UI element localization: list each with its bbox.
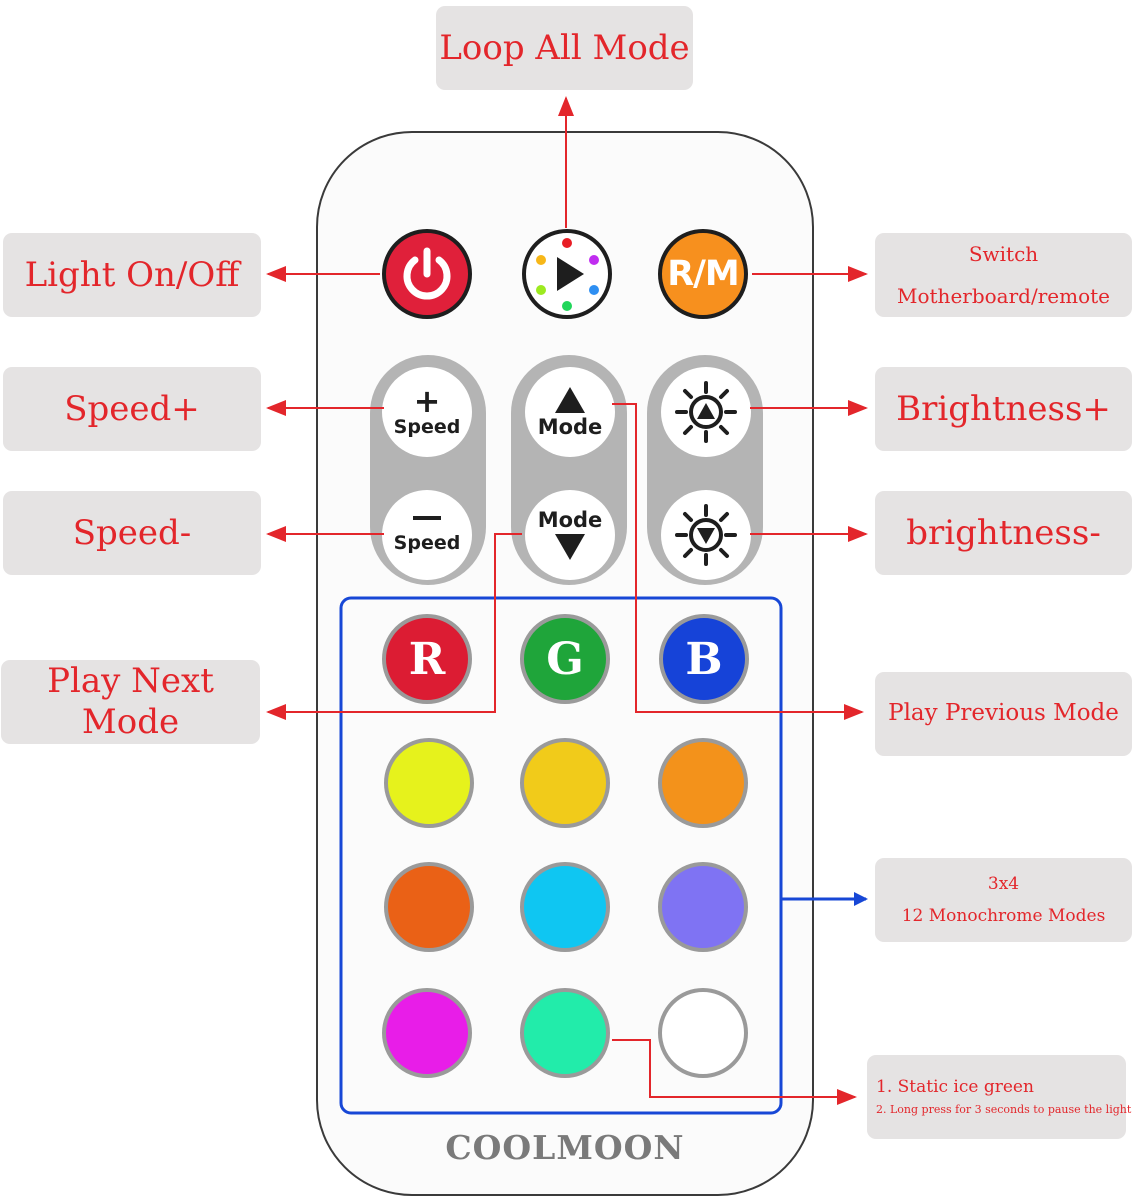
- loop-all-button[interactable]: [522, 229, 612, 319]
- minus-icon: [413, 516, 441, 520]
- mode-down-text: Mode: [537, 508, 603, 532]
- label-brightness-minus-text: brightness-: [906, 512, 1101, 553]
- speed-plus-button[interactable]: + Speed: [382, 367, 472, 457]
- rm-button[interactable]: R/M: [658, 229, 748, 319]
- speed-minus-text: Speed: [393, 532, 461, 554]
- label-brightness-plus: Brightness+: [875, 367, 1132, 451]
- label-monochrome-modes: 3x4 12 Monochrome Modes: [875, 858, 1132, 942]
- label-speed-minus-text: Speed-: [72, 512, 192, 553]
- label-play-previous-mode: Play Previous Mode: [875, 672, 1132, 756]
- mode-down-button[interactable]: Mode: [525, 490, 615, 580]
- red-button[interactable]: R: [382, 614, 472, 704]
- label-speed-plus-text: Speed+: [64, 388, 200, 429]
- color-swatch-ice-green[interactable]: [520, 988, 610, 1078]
- sun-up-icon: [675, 381, 737, 443]
- color-swatch-cyan[interactable]: [520, 862, 610, 952]
- triangle-down-icon: [555, 534, 585, 560]
- label-brightness-plus-text: Brightness+: [896, 388, 1111, 429]
- color-swatch-yellow[interactable]: [520, 738, 610, 828]
- label-speed-minus: Speed-: [3, 491, 261, 575]
- green-letter: G: [546, 633, 584, 685]
- label-static-ice-green: 1. Static ice green 2. Long press for 3 …: [867, 1055, 1131, 1139]
- label-loop-all-text: Loop All Mode: [439, 27, 690, 68]
- red-letter: R: [408, 633, 446, 685]
- label-ice-line1: 1. Static ice green: [876, 1077, 1034, 1097]
- brightness-minus-button[interactable]: [661, 490, 751, 580]
- blue-letter: B: [685, 633, 723, 685]
- label-switch-line2: Motherboard/remote: [897, 284, 1110, 308]
- label-switch-line1: Switch: [968, 242, 1039, 266]
- rm-label: R/M: [667, 254, 740, 294]
- color-swatch-dark-orange[interactable]: [384, 862, 474, 952]
- label-light-onoff-text: Light On/Off: [24, 254, 240, 295]
- play-dots-icon: [536, 238, 599, 311]
- label-brightness-minus: brightness-: [875, 491, 1132, 575]
- color-swatch-magenta[interactable]: [382, 988, 472, 1078]
- green-button[interactable]: G: [520, 614, 610, 704]
- speed-plus-text: Speed: [393, 416, 461, 438]
- label-ice-line2: 2. Long press for 3 seconds to pause the…: [876, 1103, 1132, 1116]
- mode-up-button[interactable]: Mode: [525, 367, 615, 457]
- label-play-next-text: Play Next Mode: [47, 661, 214, 742]
- color-swatch-yellow-green[interactable]: [384, 738, 474, 828]
- label-speed-plus: Speed+: [3, 367, 261, 451]
- color-swatch-purple[interactable]: [658, 862, 748, 952]
- label-switch-mode: Switch Motherboard/remote: [875, 233, 1132, 317]
- color-swatch-white[interactable]: [658, 988, 748, 1078]
- label-loop-all-mode: Loop All Mode: [436, 6, 693, 90]
- blue-button[interactable]: B: [659, 614, 749, 704]
- label-mono-line1: 3x4: [987, 873, 1020, 894]
- power-icon: [403, 247, 451, 300]
- label-play-next-mode: Play Next Mode: [1, 660, 260, 744]
- speed-minus-button[interactable]: Speed: [382, 490, 472, 580]
- label-play-previous-text: Play Previous Mode: [888, 700, 1119, 727]
- sun-down-icon: [675, 504, 737, 566]
- triangle-up-icon: [555, 387, 585, 413]
- mode-up-text: Mode: [537, 415, 603, 439]
- label-mono-line2: 12 Monochrome Modes: [901, 906, 1106, 926]
- label-light-onoff: Light On/Off: [3, 233, 261, 317]
- color-swatch-orange[interactable]: [658, 738, 748, 828]
- plus-icon: +: [413, 382, 441, 420]
- brightness-plus-button[interactable]: [661, 367, 751, 457]
- brand-logo: COOLMOON: [445, 1128, 685, 1167]
- power-button[interactable]: [382, 229, 472, 319]
